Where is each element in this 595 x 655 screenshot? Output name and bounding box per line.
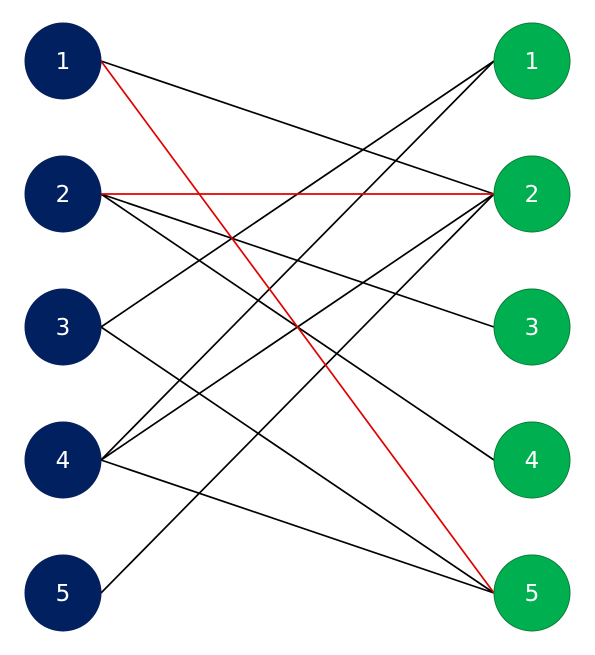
right-node-3: 3 bbox=[493, 288, 571, 366]
left-node-circle bbox=[24, 155, 102, 233]
right-node-label: 1 bbox=[525, 49, 540, 75]
left-node-label: 4 bbox=[56, 448, 71, 474]
left-node-label: 5 bbox=[56, 581, 71, 607]
left-node-label: 2 bbox=[56, 182, 71, 208]
left-node-2: 2 bbox=[24, 155, 102, 233]
right-node-circle bbox=[493, 554, 571, 632]
left-node-label: 3 bbox=[56, 315, 71, 341]
edge-l1-r2 bbox=[100, 60, 495, 195]
left-node-circle bbox=[24, 288, 102, 366]
left-node-circle bbox=[24, 554, 102, 632]
edges-layer bbox=[100, 60, 495, 594]
left-node-5: 5 bbox=[24, 554, 102, 632]
right-node-2: 2 bbox=[493, 155, 571, 233]
edge-l4-r5 bbox=[100, 459, 495, 594]
edge-l1-r5-highlighted bbox=[100, 60, 495, 594]
right-node-4: 4 bbox=[493, 421, 571, 499]
right-node-label: 3 bbox=[525, 315, 540, 341]
right-node-label: 4 bbox=[525, 448, 540, 474]
right-node-1: 1 bbox=[493, 22, 571, 100]
left-node-4: 4 bbox=[24, 421, 102, 499]
edge-l3-r5 bbox=[100, 326, 495, 594]
right-node-label: 2 bbox=[525, 182, 540, 208]
edge-l4-r1 bbox=[100, 60, 495, 461]
nodes-layer: 1 2 3 4 5 1 2 3 4 5 bbox=[24, 22, 571, 632]
edge-l5-r2 bbox=[100, 193, 495, 594]
left-node-circle bbox=[24, 421, 102, 499]
left-node-label: 1 bbox=[56, 49, 71, 75]
right-node-circle bbox=[493, 22, 571, 100]
right-node-circle bbox=[493, 421, 571, 499]
left-node-3: 3 bbox=[24, 288, 102, 366]
right-node-circle bbox=[493, 155, 571, 233]
left-node-1: 1 bbox=[24, 22, 102, 100]
right-node-circle bbox=[493, 288, 571, 366]
right-node-5: 5 bbox=[493, 554, 571, 632]
left-node-circle bbox=[24, 22, 102, 100]
right-node-label: 5 bbox=[525, 581, 540, 607]
